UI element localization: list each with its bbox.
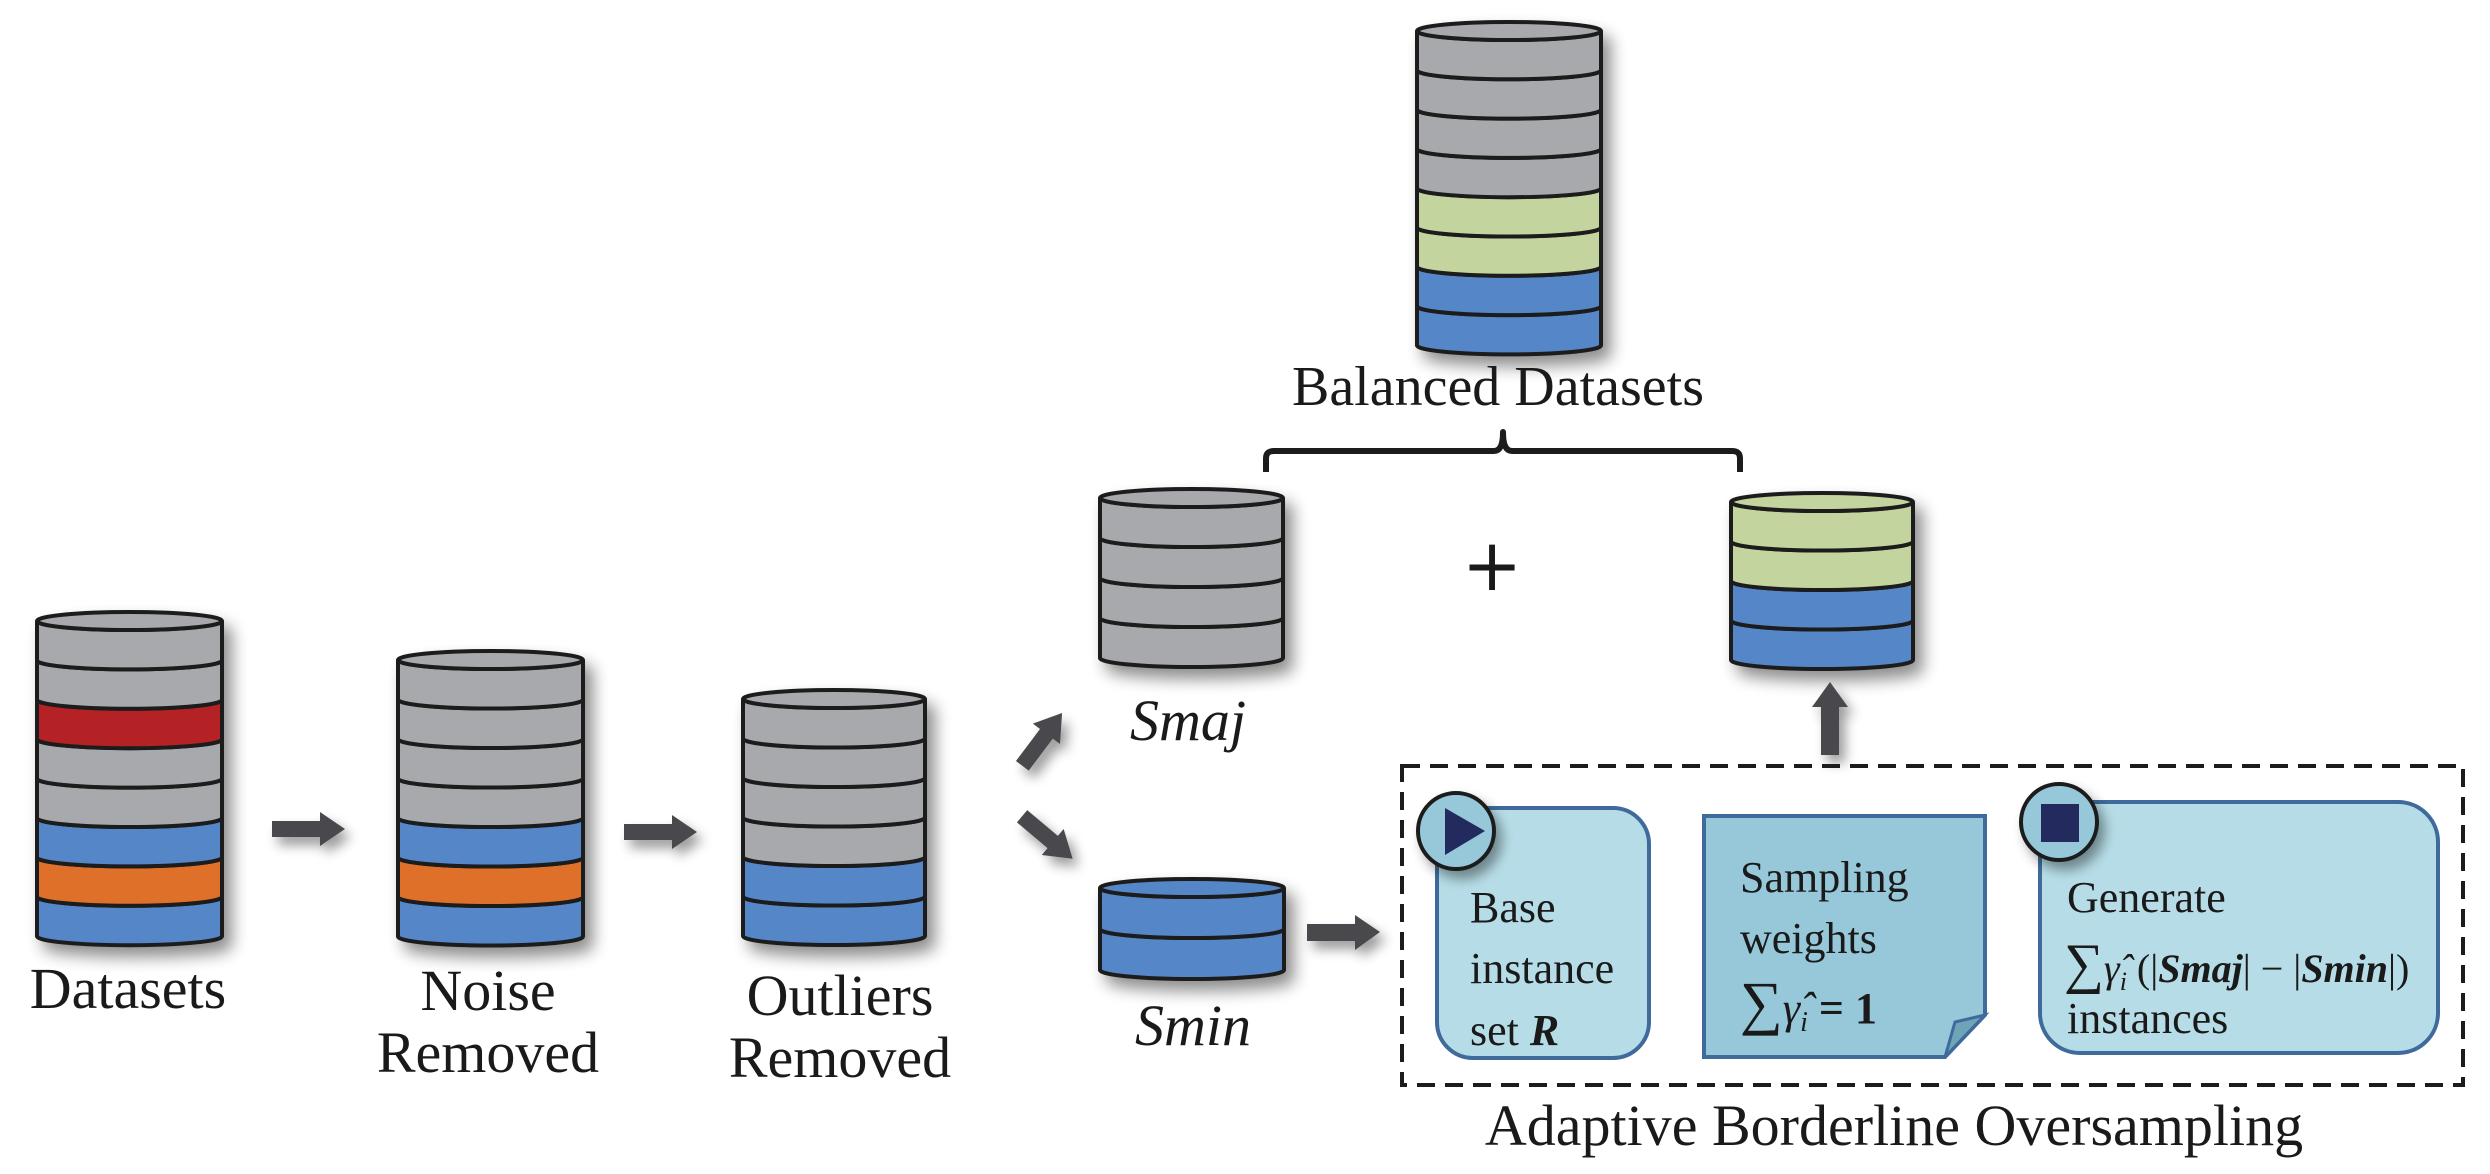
play-icon — [1445, 808, 1485, 855]
step-weights-line2: weights — [1740, 914, 1877, 963]
cylinder-top — [35, 610, 224, 632]
balanced-datasets-label: Balanced Datasets — [1292, 356, 1704, 418]
minus-sign: | − | — [2243, 946, 2302, 991]
step-base-line3: set R — [1470, 1006, 1559, 1055]
adaptive-oversampling-container — [1400, 764, 2465, 1087]
cylinder-top — [1098, 877, 1286, 899]
smin-label: Smin — [1135, 993, 1251, 1058]
sum-symbol: ∑ — [2064, 933, 2104, 995]
combine-brace — [1263, 429, 1743, 472]
outliers-removed-label-line2: Removed — [729, 1025, 951, 1090]
note-dog-ear — [1943, 1012, 1990, 1059]
cylinder-top — [1098, 487, 1285, 509]
step-sampling-weights: Sampling weights ∑γ̂i = 1 — [1702, 814, 1990, 1059]
noise-removed-label-line2: Removed — [377, 1020, 599, 1085]
arrow-up-right-icon — [1015, 713, 1063, 771]
cylinder-top — [1415, 20, 1603, 42]
set-r-symbol: R — [1529, 1006, 1559, 1055]
generate-formula: ∑γ̂i (|Smaj| − |Smin|) — [2064, 933, 2409, 996]
subscript-i: i — [1800, 1007, 1808, 1038]
equals-one: = 1 — [1808, 984, 1877, 1033]
noise-removed-label-line1: Noise — [420, 958, 555, 1023]
subscript-i: i — [2120, 967, 2127, 996]
datasets-label: Datasets — [30, 956, 227, 1021]
outliers-removed-label-line1: Outliers — [747, 963, 934, 1028]
smin-symbol: Smin — [2301, 946, 2388, 991]
step-base-line1: Base — [1470, 883, 1556, 932]
step-box — [1435, 806, 1651, 1060]
noise-removed-cylinder — [396, 649, 585, 948]
plus-operator: + — [1462, 523, 1522, 607]
arrow-right-icon — [272, 812, 345, 846]
open-paren: (| — [2127, 946, 2158, 991]
step-base-line2: instance — [1470, 944, 1614, 993]
arrow-right-icon — [624, 815, 697, 849]
step-box — [2038, 800, 2440, 1055]
step-base-prefix: set — [1470, 1006, 1530, 1055]
step-weights-line1: Sampling — [1740, 853, 1909, 902]
cylinder-top — [741, 688, 927, 710]
smaj-cylinder — [1098, 487, 1285, 669]
step-generate-line1: Generate — [2067, 873, 2226, 922]
balanced-datasets-cylinder — [1415, 20, 1603, 357]
sum-symbol: ∑ — [1740, 970, 1783, 1036]
arrow-down-right-icon — [1016, 810, 1073, 859]
smin-cylinder — [1098, 877, 1286, 981]
cylinder-top — [396, 649, 585, 671]
weights-sum-formula: ∑γ̂i = 1 — [1740, 970, 1877, 1038]
oversampled-minority-cylinder — [1729, 491, 1915, 671]
datasets-cylinder — [35, 610, 224, 948]
step-generate-line3: instances — [2067, 994, 2228, 1043]
stop-icon — [2041, 804, 2079, 842]
cylinder-top — [1729, 491, 1915, 513]
close-paren: |) — [2388, 946, 2409, 991]
step-generate-instances: Generate ∑γ̂i (|Smaj| − |Smin|) instance… — [2019, 782, 2440, 1055]
smaj-symbol: Smaj — [2158, 946, 2243, 991]
adaptive-oversampling-label: Adaptive Borderline Oversampling — [1485, 1093, 2303, 1158]
arrow-up-icon — [1812, 682, 1848, 755]
arrow-right-icon — [1307, 915, 1380, 950]
smaj-label: Smaj — [1130, 688, 1246, 753]
step-base-instance-set: Base instance set R — [1416, 791, 1651, 1060]
outliers-removed-cylinder — [741, 688, 927, 947]
